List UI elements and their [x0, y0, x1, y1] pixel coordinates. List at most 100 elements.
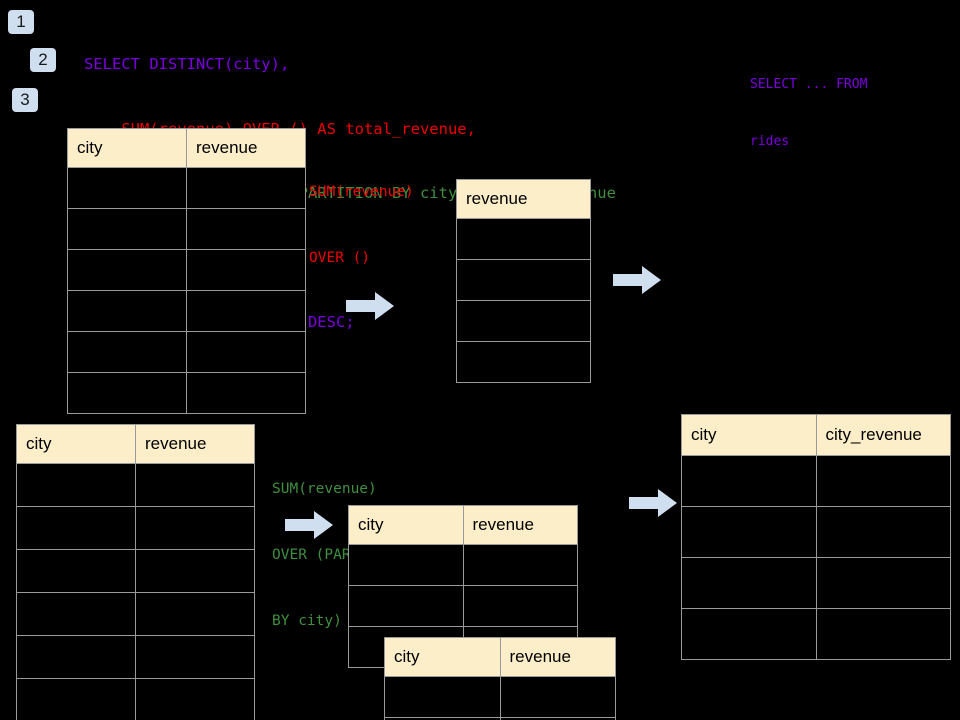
table-body [384, 676, 616, 720]
column-header-revenue: revenue [462, 505, 578, 545]
table-cell [456, 300, 591, 342]
table-rides-source-bottom: city revenue [16, 424, 255, 720]
table-row [456, 300, 591, 342]
table-body [67, 167, 306, 414]
column-header-city: city [348, 505, 464, 545]
table-body [681, 455, 951, 660]
sql-line-1: SELECT DISTINCT(city), [84, 55, 290, 73]
table-row [16, 678, 255, 720]
table-total-revenue: revenue [456, 179, 591, 383]
table-row [348, 585, 578, 627]
annotation-over-empty-line-2: OVER () [309, 250, 371, 266]
table-cell [681, 608, 817, 660]
table-row [384, 717, 616, 720]
table-cell [456, 218, 591, 260]
table-rides-source-top: city revenue [67, 128, 306, 414]
column-header-city: city [681, 414, 817, 456]
table-cell [16, 506, 136, 550]
table-cell [186, 167, 306, 209]
table-partition-group-front: city revenue [384, 637, 616, 720]
table-cell [815, 557, 951, 609]
table-cell [186, 249, 306, 291]
table-row [16, 635, 255, 679]
column-header-revenue: revenue [135, 424, 255, 464]
table-row [456, 259, 591, 301]
table-row [16, 463, 255, 507]
table-header-row: city revenue [16, 424, 255, 464]
table-header-row: city revenue [384, 637, 616, 677]
table-cell [462, 585, 578, 627]
annotation-over-empty: SUM(revenue) OVER () [309, 137, 414, 313]
table-cell [681, 506, 817, 558]
column-header-revenue: revenue [499, 637, 616, 677]
table-cell [67, 372, 187, 414]
table-cell [67, 167, 187, 209]
table-body [456, 218, 591, 383]
table-row [681, 455, 951, 507]
column-header-city: city [67, 128, 187, 168]
annotation-over-partition-line-1: SUM(revenue) [272, 481, 377, 497]
table-row [67, 249, 306, 291]
step-badge-3[interactable]: 3 [12, 88, 38, 112]
table-row [384, 676, 616, 718]
table-cell [815, 506, 951, 558]
table-row [456, 218, 591, 260]
table-header-row: city city_revenue [681, 414, 951, 456]
table-cell [186, 331, 306, 373]
table-cell [135, 506, 255, 550]
table-final-result: city city_revenue [681, 414, 951, 660]
table-body [16, 463, 255, 720]
table-cell [16, 463, 136, 507]
table-cell [135, 549, 255, 593]
table-cell [67, 331, 187, 373]
arrow-partition-to-result [627, 487, 679, 526]
column-header-city-revenue: city_revenue [815, 414, 951, 456]
table-cell [135, 635, 255, 679]
arrow-total-to-result [611, 264, 663, 303]
table-cell [16, 678, 136, 720]
table-cell [499, 676, 616, 718]
table-header-row: city revenue [348, 505, 578, 545]
table-row [348, 544, 578, 586]
table-row [67, 331, 306, 373]
table-cell [186, 372, 306, 414]
side-note-line-2: rides [750, 134, 790, 149]
table-cell [186, 208, 306, 250]
side-note-line-1: SELECT ... FROM [750, 77, 868, 92]
table-cell [16, 549, 136, 593]
table-cell [815, 455, 951, 507]
table-cell [67, 290, 187, 332]
arrow-source-to-total [344, 290, 396, 329]
table-cell [681, 557, 817, 609]
table-cell [456, 341, 591, 383]
table-row [67, 208, 306, 250]
table-row [456, 341, 591, 383]
table-cell [348, 585, 464, 627]
table-cell [135, 678, 255, 720]
table-cell [456, 259, 591, 301]
table-row [16, 506, 255, 550]
step-badge-1[interactable]: 1 [8, 10, 34, 34]
arrow-source-to-partition [283, 509, 335, 548]
table-row [67, 372, 306, 414]
table-row [681, 608, 951, 660]
column-header-revenue: revenue [186, 128, 306, 168]
side-note-select-from: SELECT ... FROM rides [750, 37, 867, 189]
column-header-revenue: revenue [456, 179, 591, 219]
table-header-row: revenue [456, 179, 591, 219]
table-cell [462, 544, 578, 586]
table-cell [135, 592, 255, 636]
annotation-over-partition-line-3: BY city) [272, 613, 342, 629]
table-cell [67, 249, 187, 291]
table-cell [384, 676, 501, 718]
annotation-over-empty-line-1: SUM(revenue) [309, 184, 414, 200]
table-row [681, 506, 951, 558]
table-row [16, 592, 255, 636]
table-cell [499, 717, 616, 720]
column-header-city: city [384, 637, 501, 677]
step-badge-2[interactable]: 2 [30, 48, 56, 72]
column-header-city: city [16, 424, 136, 464]
table-cell [186, 290, 306, 332]
table-cell [67, 208, 187, 250]
